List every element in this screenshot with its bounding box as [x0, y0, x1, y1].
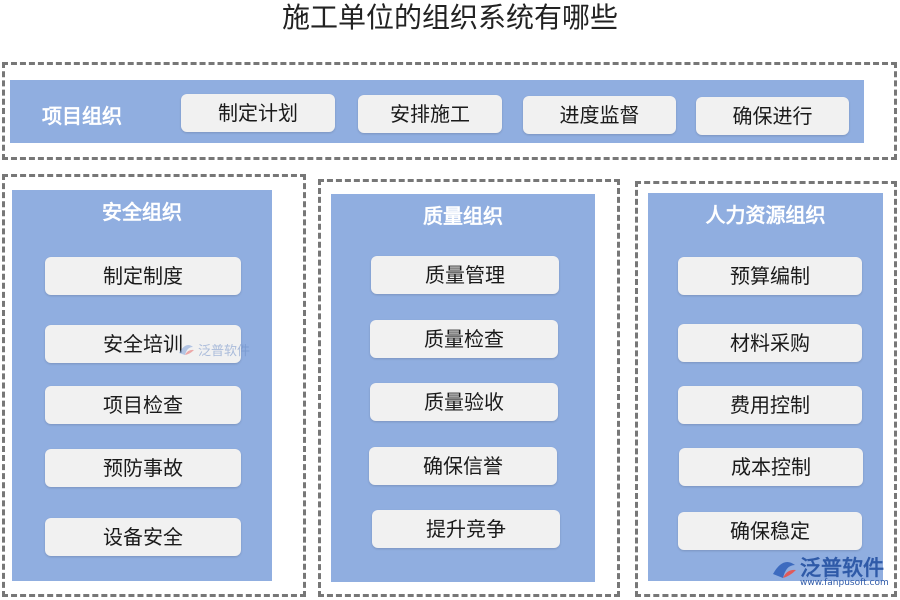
page-title: 施工单位的组织系统有哪些 [281, 1, 618, 34]
quality-org-title: 质量组织 [423, 204, 503, 228]
quality-item-management: 质量管理 [371, 256, 559, 294]
project-item-ensure: 确保进行 [696, 97, 849, 135]
hr-item-budget: 预算编制 [678, 257, 862, 295]
quality-item-competition: 提升竞争 [372, 510, 560, 548]
safety-item-equipment: 设备安全 [45, 518, 241, 556]
safety-org-panel: 安全组织 [12, 190, 272, 581]
quality-item-acceptance: 质量验收 [370, 383, 558, 421]
project-item-monitor: 进度监督 [523, 96, 676, 134]
safety-item-prevent: 预防事故 [45, 449, 241, 487]
hr-org-title: 人力资源组织 [705, 203, 826, 227]
project-item-plan: 制定计划 [181, 94, 335, 132]
brand-logo-url: www.fanpusoft.com [800, 578, 889, 588]
quality-item-reputation: 确保信誉 [369, 447, 557, 485]
project-org-label: 项目组织 [42, 104, 122, 128]
hr-item-stability: 确保稳定 [678, 512, 862, 550]
brand-logo: 泛普软件 www.fanpusoft.com [770, 552, 895, 592]
hr-item-expense-control: 费用控制 [678, 386, 862, 424]
safety-org-title: 安全组织 [102, 200, 182, 224]
watermark-logo-icon [179, 345, 194, 355]
hr-item-cost-control: 成本控制 [679, 448, 863, 486]
safety-item-training: 安全培训 [45, 325, 241, 363]
quality-item-check: 质量检查 [370, 320, 558, 358]
safety-item-rules: 制定制度 [45, 257, 241, 295]
brand-logo-icon [773, 562, 796, 578]
hr-item-procurement: 材料采购 [678, 324, 862, 362]
safety-item-inspection: 项目检查 [45, 386, 241, 424]
project-item-arrange: 安排施工 [358, 95, 502, 133]
watermark: 泛普软件 [176, 336, 266, 362]
brand-logo-name: 泛普软件 [800, 556, 884, 580]
watermark-text: 泛普软件 [198, 344, 251, 359]
